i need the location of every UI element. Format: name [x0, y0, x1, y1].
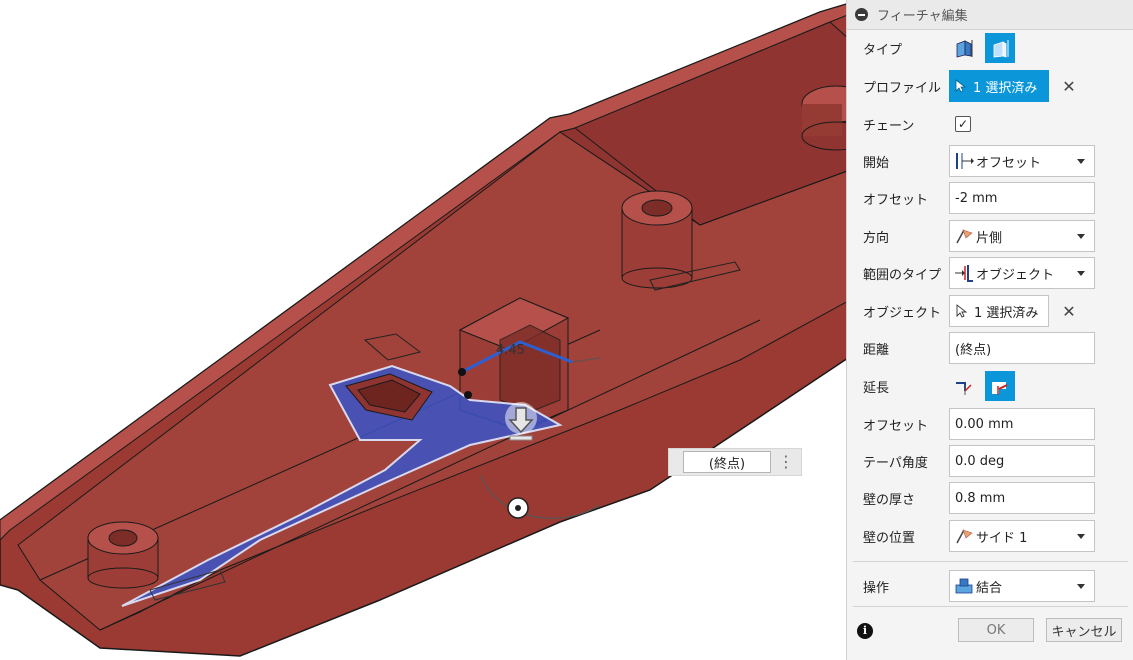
extend-label: 延長	[863, 380, 890, 396]
cancel-button[interactable]: キャンセル	[1046, 618, 1122, 642]
manipulator-arc	[479, 474, 601, 519]
distance-input[interactable]: (終点)	[949, 332, 1095, 364]
wall-location-label: 壁の位置	[863, 530, 916, 546]
taper-input[interactable]: 0.0 deg	[949, 445, 1095, 477]
wall-location-value: サイド 1	[976, 530, 1028, 546]
extend-offset-input[interactable]: 0.00 mm	[949, 408, 1095, 440]
model-rim	[0, 3, 846, 541]
extent-type-value: オブジェクト	[976, 267, 1055, 283]
offset-label: オフセット	[863, 192, 929, 208]
dimension-line	[461, 340, 573, 374]
thin-extrude-icon[interactable]	[985, 33, 1015, 63]
extent-type-label: 範囲のタイプ	[863, 267, 942, 283]
row-operation: 操作 結合	[847, 570, 1133, 602]
direction-label: 方向	[863, 230, 890, 246]
model-canvas[interactable]: 4.45	[0, 0, 846, 660]
collapse-icon[interactable]	[855, 8, 868, 21]
panel-header: フィーチャ編集	[847, 0, 1133, 30]
operation-label: 操作	[863, 580, 890, 596]
chevron-down-icon	[1077, 533, 1085, 539]
row-offset: オフセット -2 mm	[847, 182, 1133, 214]
thickness-input[interactable]: 0.8 mm	[949, 482, 1095, 514]
chevron-down-icon	[1077, 158, 1085, 164]
offset-input[interactable]: -2 mm	[949, 182, 1095, 214]
to-object-icon	[952, 264, 976, 282]
extent-type-dropdown[interactable]: オブジェクト	[949, 257, 1095, 289]
profile-label: プロファイル	[863, 80, 942, 96]
type-label: タイプ	[863, 42, 903, 58]
row-object: オブジェクト 1 選択済み ✕	[847, 295, 1133, 327]
start-dropdown[interactable]: オフセット	[949, 145, 1095, 177]
drag-grip[interactable]	[669, 449, 683, 475]
chain-label: チェーン	[863, 118, 915, 134]
floating-distance-input: (終点) ⋮	[668, 448, 802, 476]
wall-location-dropdown[interactable]: サイド 1	[949, 520, 1095, 552]
chevron-down-icon	[1077, 233, 1085, 239]
model-inner-wall	[558, 21, 846, 226]
distance-manipulator-arrow	[505, 402, 537, 441]
row-direction: 方向 片側	[847, 220, 1133, 252]
divider	[853, 561, 1128, 562]
clear-object-icon[interactable]: ✕	[1062, 301, 1076, 321]
ok-button[interactable]: OK	[958, 618, 1034, 642]
direction-value: 片側	[976, 230, 1003, 246]
object-select-button[interactable]: 1 選択済み	[949, 295, 1049, 327]
join-icon	[952, 577, 976, 595]
side-flag-icon	[952, 527, 976, 545]
row-taper: テーパ角度 0.0 deg	[847, 445, 1133, 477]
divider	[853, 606, 1128, 607]
operation-value: 結合	[976, 580, 1003, 596]
row-extend-offset: オフセット 0.00 mm	[847, 408, 1133, 440]
cursor-arrow-icon	[955, 79, 967, 93]
object-label: オブジェクト	[863, 305, 942, 321]
direction-dropdown[interactable]: 片側	[949, 220, 1095, 252]
chain-checkbox[interactable]: ✓	[955, 116, 971, 132]
thickness-label: 壁の厚さ	[863, 492, 916, 508]
panel-footer: i OK キャンセル	[847, 612, 1133, 652]
distance-label: 距離	[863, 342, 890, 358]
extend-offset-label: オフセット	[863, 418, 929, 434]
row-start: 開始 オフセット	[847, 145, 1133, 177]
panel-title: フィーチャ編集	[877, 9, 968, 24]
solid-extrude-icon[interactable]	[949, 33, 979, 63]
row-profile: プロファイル 1 選択済み ✕	[847, 70, 1133, 102]
row-type: タイプ	[847, 32, 1133, 64]
start-value: オフセット	[976, 155, 1042, 171]
offset-start-icon	[952, 152, 976, 170]
row-extent-type: 範囲のタイプ オブジェクト	[847, 257, 1133, 289]
row-extend: 延長	[847, 370, 1133, 402]
dimension-value: 4.45	[496, 343, 525, 358]
profile-select-button[interactable]: 1 選択済み	[949, 70, 1049, 102]
row-chain: チェーン ✓	[847, 108, 1133, 140]
profile-select-text: 1 選択済み	[973, 80, 1038, 96]
row-wall-location: 壁の位置 サイド 1	[847, 520, 1133, 552]
cursor-arrow-icon	[956, 304, 968, 318]
model-viewport[interactable]: 4.45 (終点) ⋮	[0, 0, 846, 660]
feature-edit-panel: フィーチャ編集 タイプ プロファイル 1 選択済み ✕ チェーン	[846, 0, 1133, 660]
floating-distance-field[interactable]: (終点)	[683, 451, 771, 473]
selected-profile	[121, 364, 563, 607]
chevron-down-icon	[1077, 270, 1085, 276]
row-distance: 距離 (終点)	[847, 332, 1133, 364]
object-select-text: 1 選択済み	[974, 305, 1039, 321]
extend-adjacent-icon[interactable]	[949, 371, 979, 401]
row-thickness: 壁の厚さ 0.8 mm	[847, 482, 1133, 514]
taper-label: テーパ角度	[863, 455, 928, 471]
start-label: 開始	[863, 155, 890, 171]
extend-to-face-icon[interactable]	[985, 371, 1015, 401]
operation-dropdown[interactable]: 結合	[949, 570, 1095, 602]
one-side-flag-icon	[952, 227, 976, 245]
more-options-icon[interactable]: ⋮	[778, 452, 794, 471]
clear-profile-icon[interactable]: ✕	[1062, 76, 1076, 96]
info-icon[interactable]: i	[857, 623, 873, 639]
chevron-down-icon	[1077, 583, 1085, 589]
